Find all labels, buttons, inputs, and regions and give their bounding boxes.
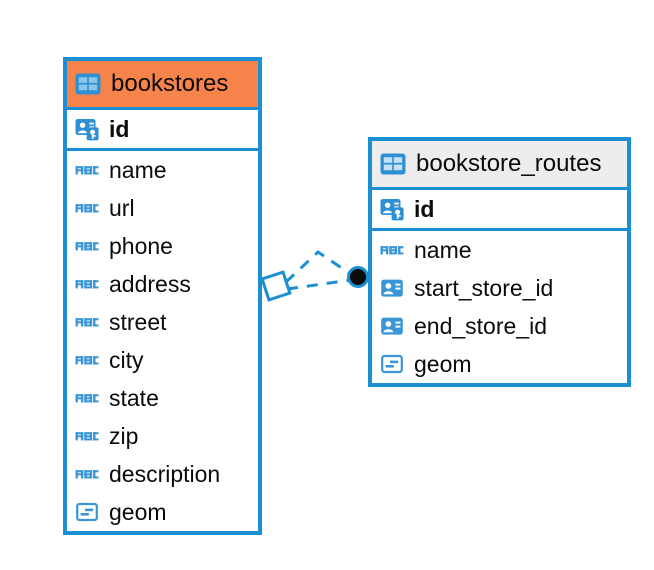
field-row-description[interactable]: description (67, 455, 258, 493)
diamond-marker (260, 270, 292, 302)
entity-header-bookstores[interactable]: bookstores (67, 61, 258, 107)
field-row-end-store-id[interactable]: end_store_id (372, 307, 627, 345)
field-row-name[interactable]: name (372, 231, 627, 269)
field-row-geom[interactable]: geom (372, 345, 627, 383)
field-row-phone[interactable]: phone (67, 227, 258, 265)
entity-bookstores[interactable]: bookstores id (63, 57, 262, 535)
field-label: city (109, 346, 144, 373)
field-row-id[interactable]: id (372, 190, 627, 228)
primary-key-block: id (67, 107, 258, 151)
text-abc-icon (75, 356, 99, 365)
field-row-street[interactable]: street (67, 303, 258, 341)
foreign-key-icon (381, 317, 403, 335)
geometry-icon (381, 354, 403, 374)
primary-key-icon (380, 199, 404, 221)
field-label: url (109, 194, 135, 221)
field-row-geom[interactable]: geom (67, 493, 258, 531)
field-row-id[interactable]: id (67, 110, 258, 148)
circle-marker (347, 266, 369, 288)
text-abc-icon (75, 470, 99, 479)
field-label: end_store_id (414, 312, 547, 339)
geometry-icon (76, 502, 98, 522)
field-label: phone (109, 232, 173, 259)
text-abc-icon (75, 280, 99, 289)
foreign-key-icon (381, 279, 403, 297)
entity-bookstore-routes[interactable]: bookstore_routes id (368, 137, 631, 387)
relationship-line-upper (284, 250, 353, 284)
field-list-bookstores: name url (67, 151, 258, 531)
text-abc-icon (380, 246, 404, 255)
field-list-bookstore-routes: name start_store_id (372, 231, 627, 383)
field-row-state[interactable]: state (67, 379, 258, 417)
text-abc-icon (75, 318, 99, 327)
field-label: geom (414, 350, 472, 377)
field-label: name (109, 156, 167, 183)
primary-key-icon (75, 119, 99, 141)
field-row-name[interactable]: name (67, 151, 258, 189)
field-row-zip[interactable]: zip (67, 417, 258, 455)
field-label: street (109, 308, 167, 335)
entity-title: bookstores (111, 70, 229, 97)
field-label: zip (109, 422, 139, 449)
field-label: id (109, 115, 130, 142)
entity-header-bookstore-routes[interactable]: bookstore_routes (372, 141, 627, 187)
field-label: geom (109, 498, 167, 525)
field-label: description (109, 460, 221, 487)
field-label: id (414, 195, 435, 222)
table-icon (380, 153, 406, 175)
text-abc-icon (75, 394, 99, 403)
field-row-start-store-id[interactable]: start_store_id (372, 269, 627, 307)
text-abc-icon (75, 166, 99, 175)
field-label: address (109, 270, 191, 297)
text-abc-icon (75, 432, 99, 441)
field-label: state (109, 384, 159, 411)
relationship-line-lower (286, 278, 352, 291)
primary-key-block: id (372, 187, 627, 231)
field-label: start_store_id (414, 274, 554, 301)
field-label: name (414, 236, 472, 263)
table-icon (75, 73, 101, 95)
field-row-city[interactable]: city (67, 341, 258, 379)
field-row-address[interactable]: address (67, 265, 258, 303)
field-row-url[interactable]: url (67, 189, 258, 227)
text-abc-icon (75, 242, 99, 251)
entity-title: bookstore_routes (416, 150, 602, 177)
text-abc-icon (75, 204, 99, 213)
